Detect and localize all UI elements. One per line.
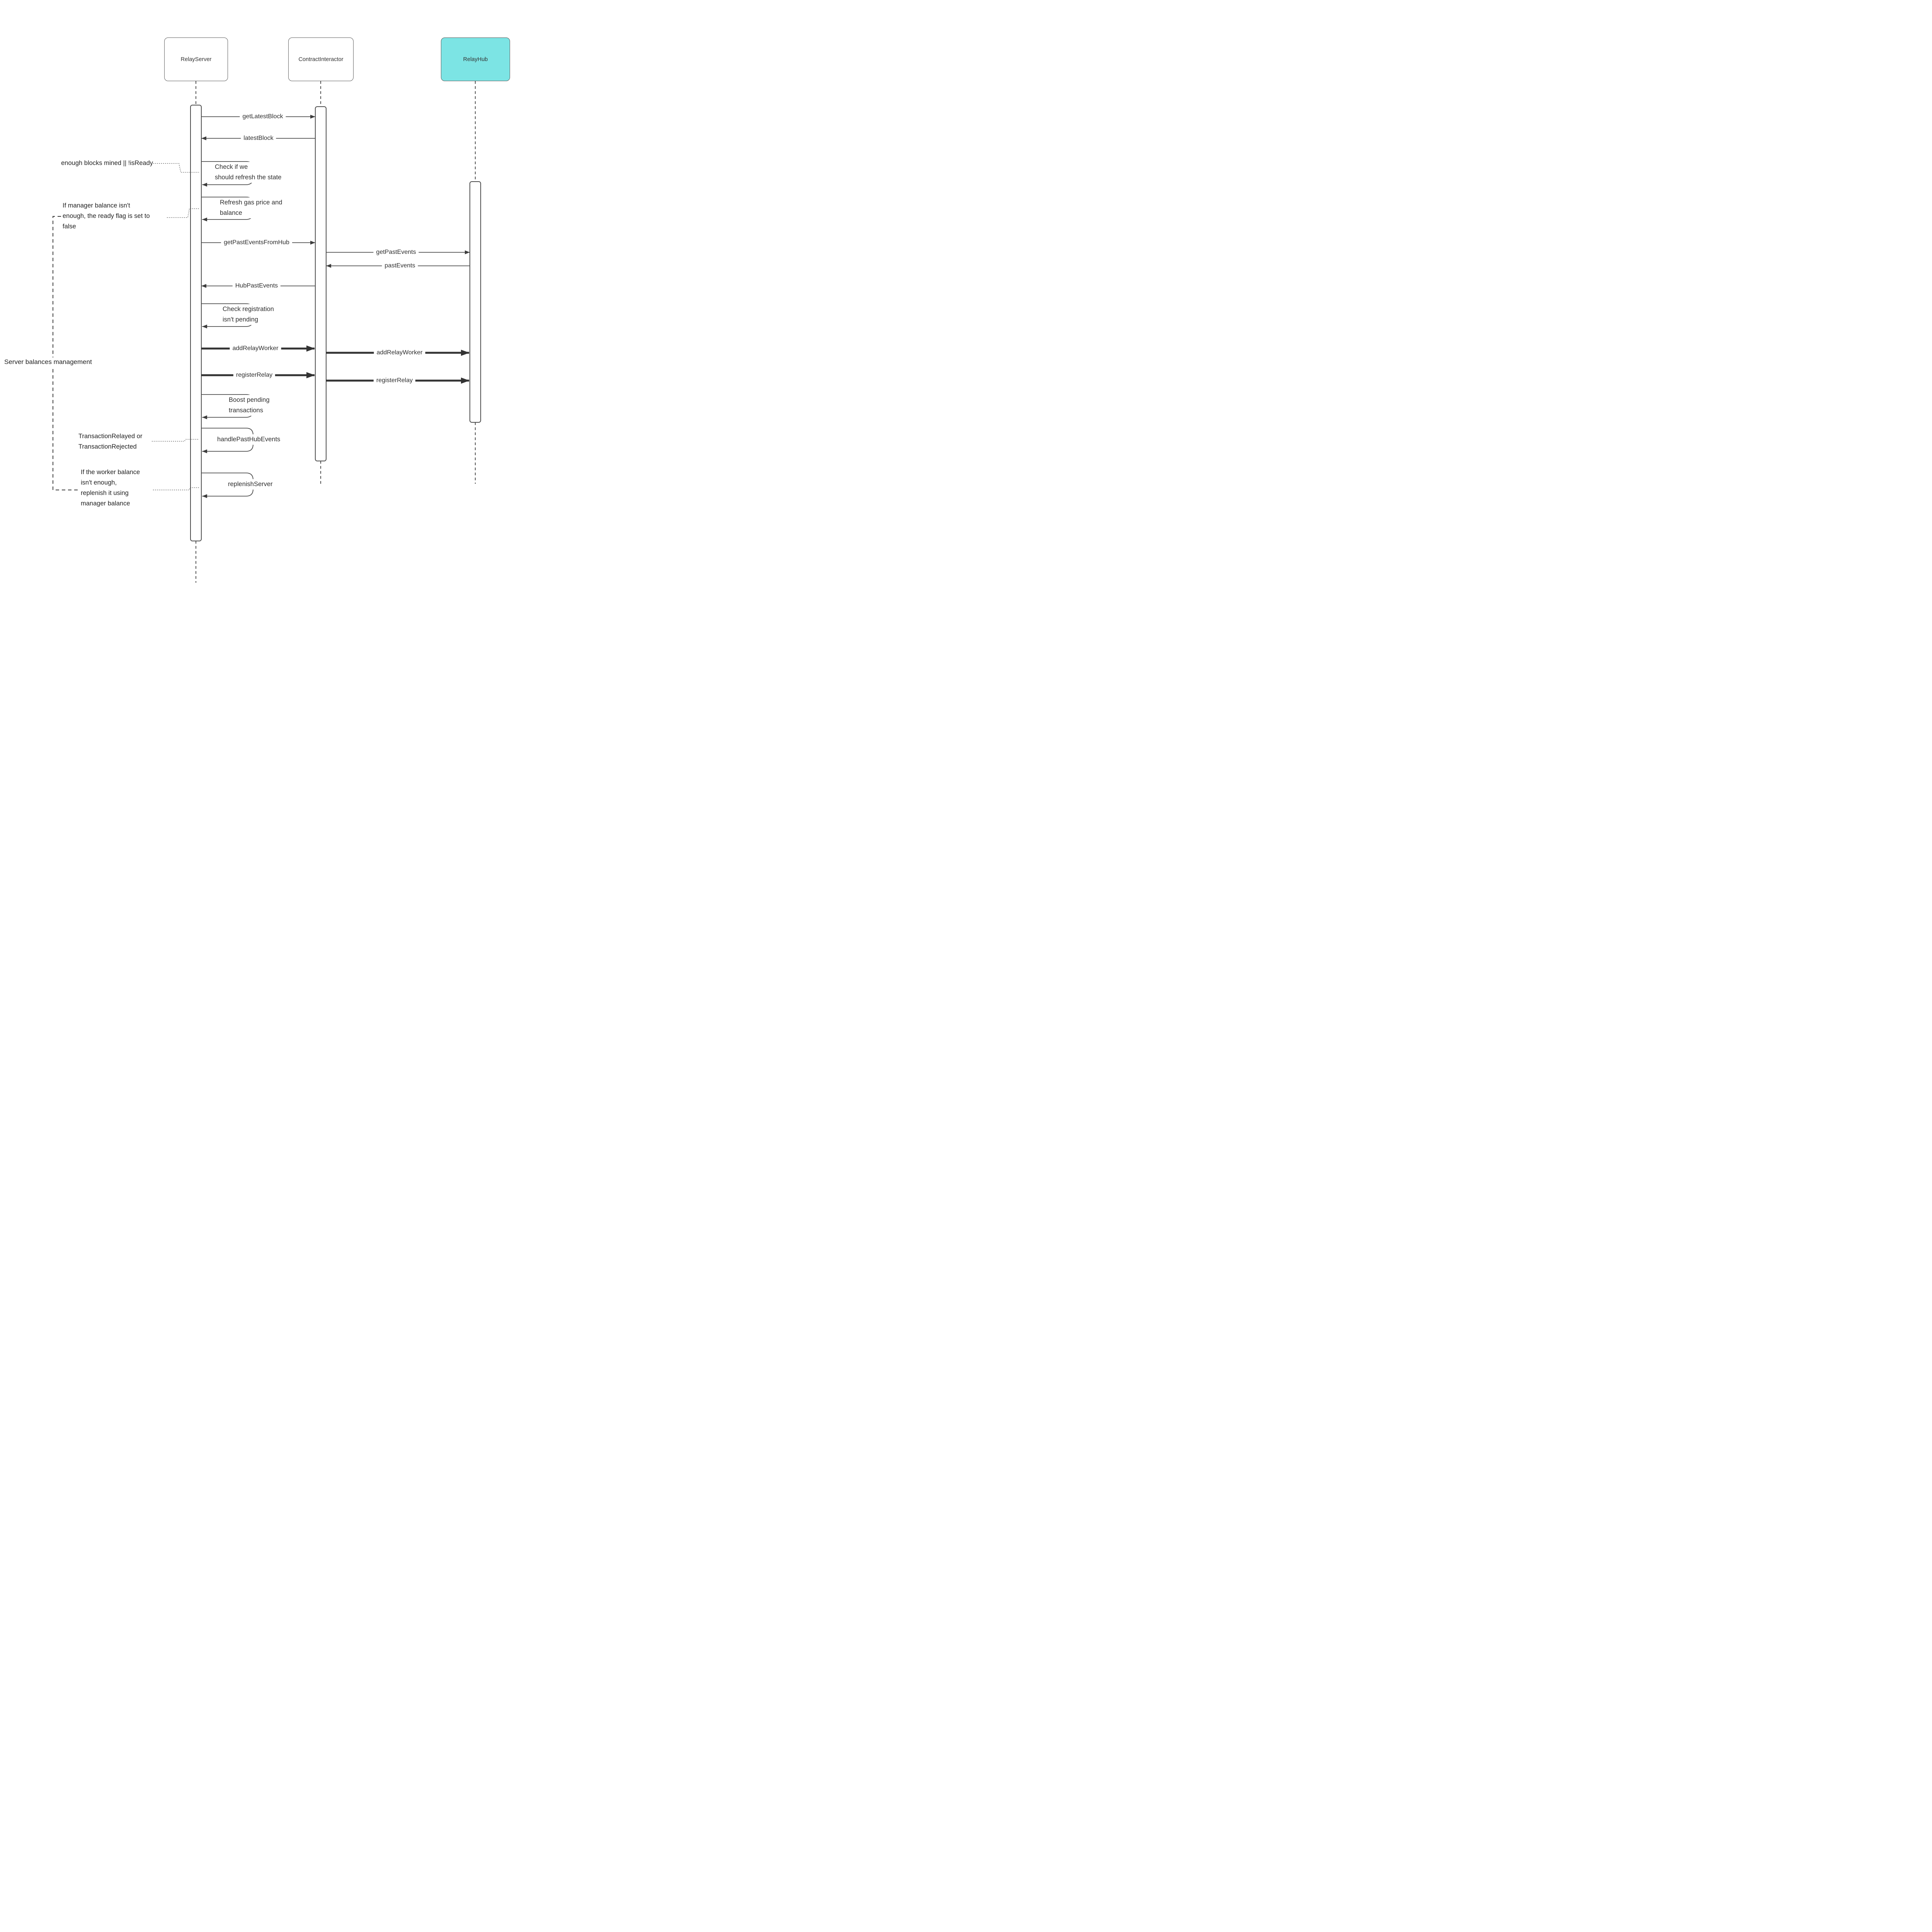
note-refresh-condition: enough blocks mined || !isReady <box>46 158 153 168</box>
self-message-refresh-gas: Refresh gas price and balance <box>218 197 284 218</box>
self-message-boost-pending: Boost pending transactions <box>227 395 271 416</box>
message-latest-block: latestBlock <box>241 135 276 142</box>
note-worker-balance: If the worker balance isn't enough, repl… <box>81 467 140 509</box>
note-line: enough, the ready flag is set to <box>63 213 150 219</box>
note-line: If the worker balance <box>81 469 140 476</box>
self-message-line: balance <box>220 209 242 216</box>
self-message-handle-past-hub-events: handlePastHubEvents <box>216 434 282 445</box>
activation-bars <box>190 105 481 541</box>
message-add-relay-worker-2: addRelayWorker <box>374 349 425 356</box>
note-tx-events: TransactionRelayed or TransactionRejecte… <box>78 431 143 452</box>
message-register-relay-2: registerRelay <box>373 377 416 384</box>
participant-relay-server: RelayServer <box>164 37 228 81</box>
participant-relay-hub: RelayHub <box>441 37 510 81</box>
activation-relay-hub <box>469 181 481 423</box>
activation-relay-server <box>190 105 202 541</box>
message-get-past-events: getPastEvents <box>373 249 419 256</box>
sequence-diagram: RelayServer ContractInteractor RelayHub … <box>0 0 594 614</box>
message-register-relay-1: registerRelay <box>233 372 276 379</box>
note-line: isn't enough, <box>81 479 117 486</box>
self-message-line: transactions <box>229 407 263 414</box>
note-connectors <box>152 163 199 490</box>
self-message-line: should refresh the state <box>215 174 282 181</box>
activation-contract-interactor <box>315 106 327 461</box>
note-line: TransactionRelayed or <box>78 433 143 440</box>
self-message-check-registration: Check registration isn't pending <box>221 304 276 325</box>
note-line: false <box>63 223 76 230</box>
self-message-line: isn't pending <box>223 316 259 323</box>
self-message-line: replenishServer <box>228 481 273 488</box>
self-message-line: handlePastHubEvents <box>217 436 281 443</box>
self-message-line: Check if we <box>215 163 248 170</box>
group-bracket <box>53 216 78 490</box>
message-add-relay-worker-1: addRelayWorker <box>230 345 281 352</box>
participant-relay-hub-label: RelayHub <box>463 56 488 63</box>
message-get-latest-block: getLatestBlock <box>240 113 286 120</box>
self-message-replenish-server: replenishServer <box>226 479 274 490</box>
note-line: replenish it using <box>81 490 129 497</box>
lifelines <box>196 81 476 583</box>
participant-contract-interactor: ContractInteractor <box>288 37 354 81</box>
message-get-past-events-from-hub: getPastEventsFromHub <box>221 239 292 246</box>
message-hub-past-events: HubPastEvents <box>232 282 281 289</box>
self-message-check-refresh: Check if we should refresh the state <box>213 162 283 183</box>
note-line: enough blocks mined || !isReady <box>61 160 153 167</box>
participant-relay-server-label: RelayServer <box>180 56 212 63</box>
group-label-server-balances: Server balances management <box>3 357 93 367</box>
note-manager-balance: If manager balance isn't enough, the rea… <box>63 201 150 232</box>
diagram-geometry-svg <box>53 81 481 583</box>
self-message-line: Boost pending <box>229 396 270 403</box>
note-line: If manager balance isn't <box>63 202 130 209</box>
message-past-events: pastEvents <box>382 262 418 269</box>
self-message-line: Refresh gas price and <box>220 199 282 206</box>
note-line: TransactionRejected <box>78 443 137 450</box>
participant-contract-interactor-label: ContractInteractor <box>298 56 344 63</box>
self-message-line: Check registration <box>223 306 274 313</box>
note-line: manager balance <box>81 500 130 507</box>
